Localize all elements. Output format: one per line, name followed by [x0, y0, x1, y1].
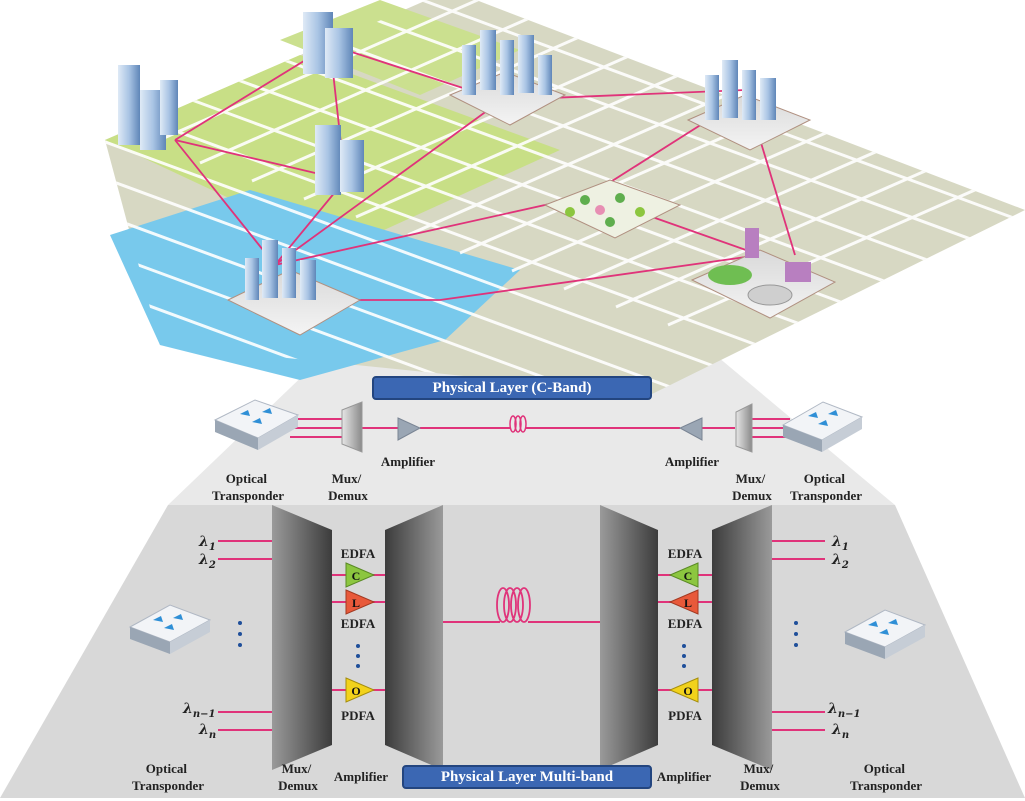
c-band-layer-banner: Physical Layer (C-Band) [372, 376, 652, 400]
city-block-3 [226, 240, 362, 336]
band-o-amp-right: O [668, 677, 699, 703]
c-band-left-mux [341, 401, 363, 453]
multiband-right-demux [712, 505, 772, 770]
svg-text:C: C [352, 569, 361, 583]
band-c-amp-right: C [668, 562, 699, 588]
svg-text:L: L [352, 596, 360, 610]
edfa-label-right-mid: EDFA [668, 616, 703, 631]
edfa-label-left-mid: EDFA [341, 616, 376, 631]
c-band-projection [168, 342, 895, 505]
pdfa-label-left: PDFA [341, 708, 375, 723]
band-l-amp-right: L [668, 589, 699, 615]
city-block-1 [448, 30, 567, 126]
band-o-amp-left: O [345, 677, 376, 703]
multiband-right-transponder [843, 609, 927, 659]
multiband-right-mux [600, 505, 658, 770]
c-band-right-mux-label: Mux/ Demux [732, 471, 772, 503]
c-band-right-amplifier [678, 417, 703, 441]
lambda-1-left: λ1 [198, 534, 216, 553]
grid-line [563, 23, 1025, 291]
grid-line [105, 198, 723, 395]
grid-line [105, 0, 333, 3]
grid-line [105, 178, 769, 395]
c-band-right-amplifier-label: Amplifier [665, 454, 719, 469]
grid-line [615, 41, 1025, 309]
grid-line [199, 0, 801, 165]
ellipsis-dots [238, 621, 798, 668]
svg-text:L: L [684, 596, 692, 610]
multiband-right-transponder-label: Optical Transponder [850, 761, 922, 793]
lambda-n-1-right: λn−1 [827, 701, 860, 720]
grid-line [147, 0, 749, 147]
c-band-left-transponder [213, 399, 300, 450]
c-band-fiber-spool [509, 415, 527, 433]
c-band-left-mux-label: Mux/ Demux [328, 471, 368, 503]
city-map [105, 0, 1025, 395]
c-band-left-amplifier-label: Amplifier [381, 454, 435, 469]
multiband-left-transponder-label: Optical Transponder [132, 761, 204, 793]
band-l-amp-left: L [345, 589, 376, 615]
lambda-n-right: λn [831, 722, 849, 741]
multiband-layer: C L O C L O [128, 505, 927, 793]
multiband-left-transponder [128, 604, 212, 654]
band-c-amp-left: C [345, 562, 376, 588]
lambda-n-1-left: λn−1 [182, 701, 215, 720]
building-cluster-1 [118, 65, 178, 150]
grid-line [421, 0, 1025, 282]
city-block-2 [686, 60, 812, 151]
c-band-right-transponder-label: Optical Transponder [790, 471, 862, 503]
multiband-left-amplifier-label: Amplifier [334, 769, 388, 784]
c-band-layer: Optical Transponder Mux/ Demux Amplifier… [212, 399, 864, 503]
multiband-left-mux-label: Mux/ Demux [278, 761, 318, 793]
lambda-2-left: λ2 [198, 552, 216, 571]
c-band-left-amplifier [397, 417, 422, 441]
c-band-right-mux [735, 403, 753, 453]
lambda-n-left: λn [198, 722, 216, 741]
lambda-2-right: λ2 [831, 552, 849, 571]
park-block [543, 179, 682, 239]
svg-text:O: O [351, 684, 360, 698]
svg-text:C: C [684, 569, 693, 583]
pdfa-label-right: PDFA [668, 708, 702, 723]
multiband-layer-banner: Physical Layer Multi-band [402, 765, 652, 789]
multiband-fiber-spool [496, 587, 531, 623]
multiband-right-amplifier-label: Amplifier [657, 769, 711, 784]
grass-area-2 [280, 0, 520, 95]
edfa-label-right-top: EDFA [668, 546, 703, 561]
lambda-1-right: λ1 [831, 534, 849, 553]
edfa-label-left-top: EDFA [341, 546, 376, 561]
c-band-right-transponder [781, 401, 864, 452]
c-band-left-transponder-label: Optical Transponder [212, 471, 284, 503]
multiband-left-mux [272, 505, 332, 770]
stadium-block [690, 228, 837, 319]
svg-text:O: O [683, 684, 692, 698]
multiband-left-demux [385, 505, 443, 770]
building-cluster-2 [303, 12, 353, 78]
multiband-right-mux-label: Mux/ Demux [740, 761, 780, 793]
building-cluster-3 [315, 125, 364, 195]
